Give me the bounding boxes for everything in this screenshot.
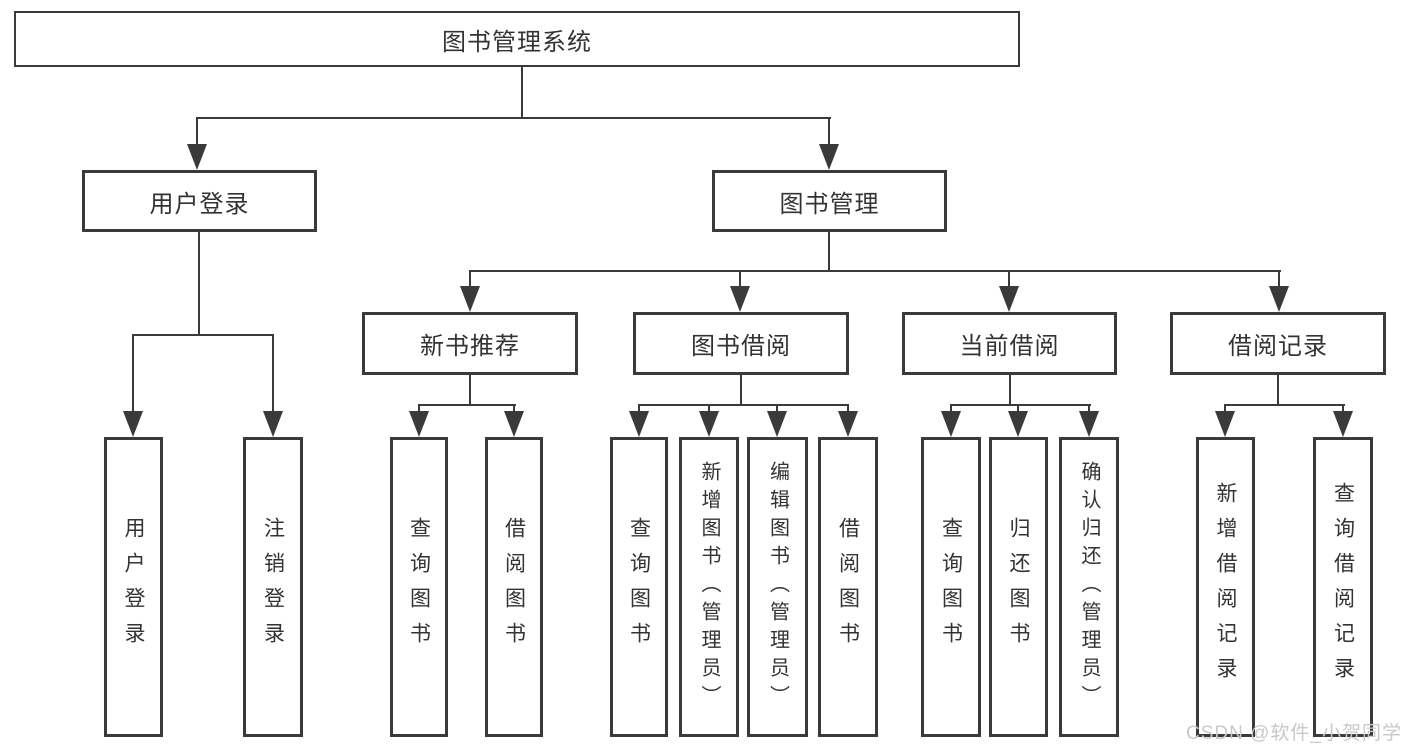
connector-line [198,232,200,336]
node-new-book-recommend: 新书推荐 [362,312,578,375]
connector-line [740,375,742,406]
leaf-query-books-borrowing: 查询图书 [610,437,668,737]
connector-line [1224,404,1226,414]
connector-line [1277,375,1279,406]
connector-line [739,270,741,290]
arrow-down-icon [263,411,283,437]
connector-line [1009,375,1011,406]
connector-line [1088,404,1090,414]
connector-line [132,334,134,414]
arrow-down-icon [504,411,524,437]
node-book-borrowing: 图书借阅 [633,312,849,375]
connector-line [776,404,778,414]
connector-line [847,404,849,414]
leaf-add-book-admin: 新增图书（管理员） [679,437,739,737]
node-current-borrowing: 当前借阅 [902,312,1117,375]
connector-line [418,404,420,414]
arrow-down-icon [767,411,787,437]
leaf-edit-book-admin: 编辑图书（管理员） [747,437,808,737]
leaf-query-books-current: 查询图书 [921,437,981,737]
leaf-logout: 注销登录 [243,437,303,737]
connector-line [1017,404,1019,414]
leaf-query-borrow-record: 查询借阅记录 [1313,437,1373,737]
connector-line [1342,404,1344,414]
connector-line [196,117,198,147]
arrow-down-icon [1269,286,1289,312]
connector-line [950,404,1091,406]
leaf-borrow-books-borrowing: 借阅图书 [818,437,878,737]
connector-line [1008,270,1010,290]
leaf-add-borrow-record: 新增借阅记录 [1196,437,1255,737]
leaf-confirm-return-admin: 确认归还（管理员） [1059,437,1119,737]
arrow-down-icon [460,286,480,312]
arrow-down-icon [409,411,429,437]
connector-line [272,334,274,414]
connector-line [638,404,640,414]
arrow-down-icon [1333,411,1353,437]
arrow-down-icon [123,411,143,437]
leaf-borrow-books-recommend: 借阅图书 [485,437,543,737]
node-book-management: 图书管理 [712,170,947,232]
node-borrowing-records: 借阅记录 [1170,312,1386,375]
leaf-return-books: 归还图书 [989,437,1048,737]
leaf-user-login: 用户登录 [104,437,163,737]
arrow-down-icon [941,411,961,437]
arrow-down-icon [699,411,719,437]
arrow-down-icon [999,286,1019,312]
node-library-system: 图书管理系统 [14,11,1020,67]
arrow-down-icon [1008,411,1028,437]
arrow-down-icon [838,411,858,437]
connector-line [828,117,830,147]
watermark: CSDN @软件_小贺同学 [1186,723,1402,744]
connector-line [469,270,471,290]
connector-line [521,67,523,118]
connector-line [469,375,471,406]
connector-line [1278,270,1280,290]
arrow-down-icon [187,144,207,170]
connector-line [418,404,516,406]
connector-line [1224,404,1345,406]
node-user-login: 用户登录 [82,170,317,232]
arrow-down-icon [819,144,839,170]
arrow-down-icon [1215,411,1235,437]
connector-line [196,117,831,119]
connector-line [708,404,710,414]
connector-line [469,270,1281,272]
arrow-down-icon [629,411,649,437]
connector-line [638,404,849,406]
connector-line [950,404,952,414]
arrow-down-icon [730,286,750,312]
arrow-down-icon [1079,411,1099,437]
connector-line [828,232,830,272]
connector-line [132,334,274,336]
leaf-query-books-recommend: 查询图书 [390,437,448,737]
connector-line [513,404,515,414]
